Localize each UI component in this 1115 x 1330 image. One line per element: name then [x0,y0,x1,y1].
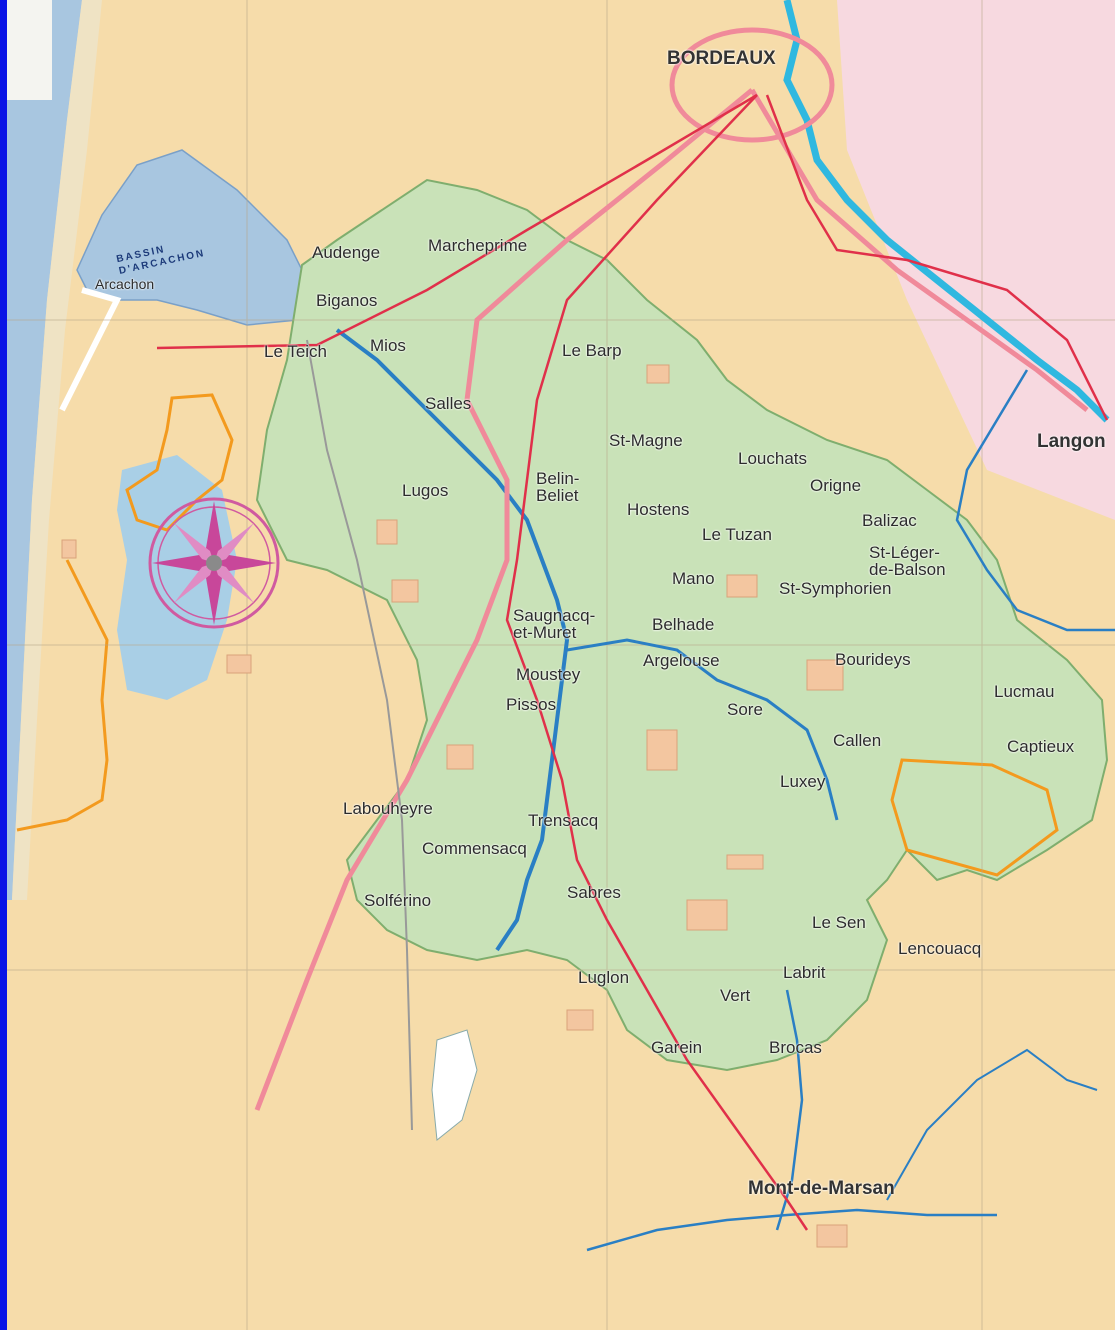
midouze-river [586,1208,997,1252]
place-label-lucmau: Lucmau [994,682,1055,701]
town-patches [61,364,848,1248]
place-label-st-symphorien: St-Symphorien [779,579,892,598]
place-label-st-leger-de-balson: St-Léger- de-Balson [869,543,946,579]
place-label-marcheprime: Marcheprime [428,236,528,255]
grey-route [306,339,413,1131]
place-label-bordeaux: BORDEAUX [667,48,776,69]
place-label-hostens: Hostens [627,500,690,519]
place-label-callen: Callen [833,731,882,750]
place-label-salles: Salles [425,394,472,413]
place-label-argelouse: Argelouse [643,651,720,670]
place-label-belhade: Belhade [652,615,715,634]
place-label-pissos: Pissos [506,695,557,714]
place-label-balizac: Balizac [862,511,917,530]
place-label-langon: Langon [1037,431,1106,452]
leyre-river [335,328,570,952]
road-bordeaux-langon [749,88,1089,412]
place-label-st-magne: St-Magne [609,431,683,450]
place-label-sabres: Sabres [567,883,621,902]
compass-rose-icon [148,497,280,629]
place-label-sore: Sore [727,700,763,719]
place-label-le-teich: Le Teich [264,342,328,361]
place-label-arcachon: Arcachon [95,276,155,292]
place-label-moustey: Moustey [516,665,581,684]
boundary-east-zone [890,758,1059,877]
place-label-garein: Garein [651,1038,703,1057]
place-label-luxey: Luxey [780,772,826,791]
basin-channel [59,287,122,412]
leyre-tributary [566,638,839,821]
place-label-origne: Origne [810,476,862,495]
lake-cazaux [117,455,237,700]
place-label-mont-de-marsan: Mont-de-Marsan [748,1178,895,1199]
place-label-brocas: Brocas [769,1038,822,1057]
place-label-louchats: Louchats [738,449,807,468]
place-label-le-tuzan: Le Tuzan [702,525,772,544]
south-river [775,989,804,1231]
bordeaux-ring-road [669,27,835,143]
place-label-vert: Vert [720,986,751,1005]
map-canvas[interactable] [7,0,1115,1330]
place-label-lencouacq: Lencouacq [898,939,982,958]
logo-area [7,0,52,100]
rail-bordeaux-langon [765,94,1109,421]
place-label-le-sen: Le Sen [812,913,866,932]
boundary-north-lake [125,393,234,532]
place-label-mano: Mano [672,569,715,588]
place-label-bourideys: Bourideys [835,650,911,669]
place-label-audenge: Audenge [312,243,381,262]
boundary-coast [16,559,109,832]
rail-bordeaux-arcachon [156,93,758,350]
rail-bordeaux-montdemarsan [505,94,809,1231]
lake-small [431,1029,478,1141]
place-label-labouheyre: Labouheyre [343,799,433,818]
place-label-trensacq: Trensacq [528,811,599,830]
east-river [955,369,1115,632]
place-label-luglon: Luglon [578,968,630,987]
place-label-commensacq: Commensacq [422,839,527,858]
place-label-solferino: Solférino [364,891,432,910]
place-label-mios: Mios [370,336,406,355]
atlantic-ocean [7,0,82,900]
place-label-lugos: Lugos [402,481,449,500]
place-label-saugnacq-et-muret: Saugnacq- et-Muret [513,606,596,642]
place-label-biganos: Biganos [316,291,378,310]
garonne-river [783,0,1110,423]
place-label-le-barp: Le Barp [562,341,622,360]
coast-beach [12,0,102,900]
place-label-belin-beliet: Belin- Beliet [536,469,580,505]
place-label-labrit: Labrit [783,963,826,982]
place-label-captieux: Captieux [1007,737,1075,756]
southeast-river [886,1048,1098,1201]
east-region [837,0,1115,520]
road-bordeaux-south [254,88,754,1111]
